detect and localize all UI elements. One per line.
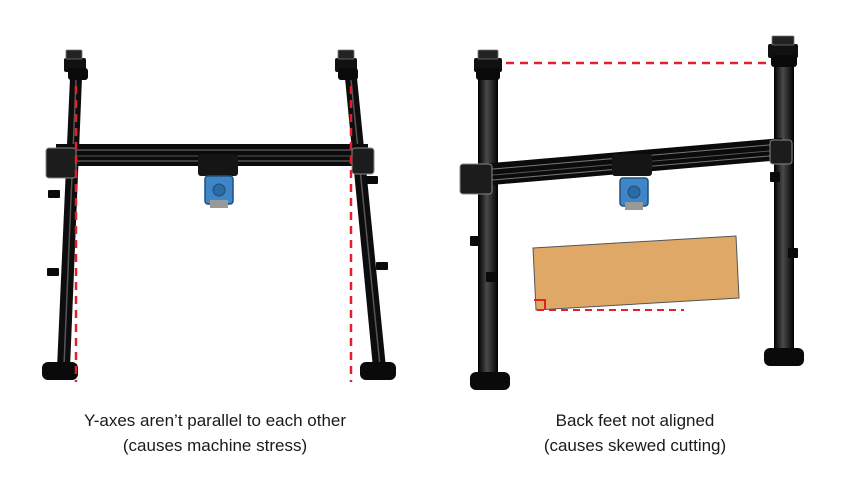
left-panel-illustration [42,49,396,382]
right-panel-right-y-rail [764,35,804,366]
workpiece [532,235,740,311]
right-panel-left-y-rail [470,49,510,390]
right-caption: Back feet not aligned (causes skewed cut… [440,408,830,458]
right-panel-illustration [459,35,804,390]
left-caption: Y-axes aren’t parallel to each other (ca… [20,408,410,458]
left-motor-icon [198,154,238,208]
left-y-rail [42,49,88,380]
right-caption-line-2: (causes skewed cutting) [543,436,727,455]
right-caption-line-1: Back feet not aligned [555,411,715,430]
right-motor-icon [612,154,652,210]
left-caption-line-1: Y-axes aren’t parallel to each other [83,411,347,430]
left-caption-line-2: (causes machine stress) [122,436,308,455]
right-y-rail [335,49,396,380]
square-corner-marker [534,299,546,310]
